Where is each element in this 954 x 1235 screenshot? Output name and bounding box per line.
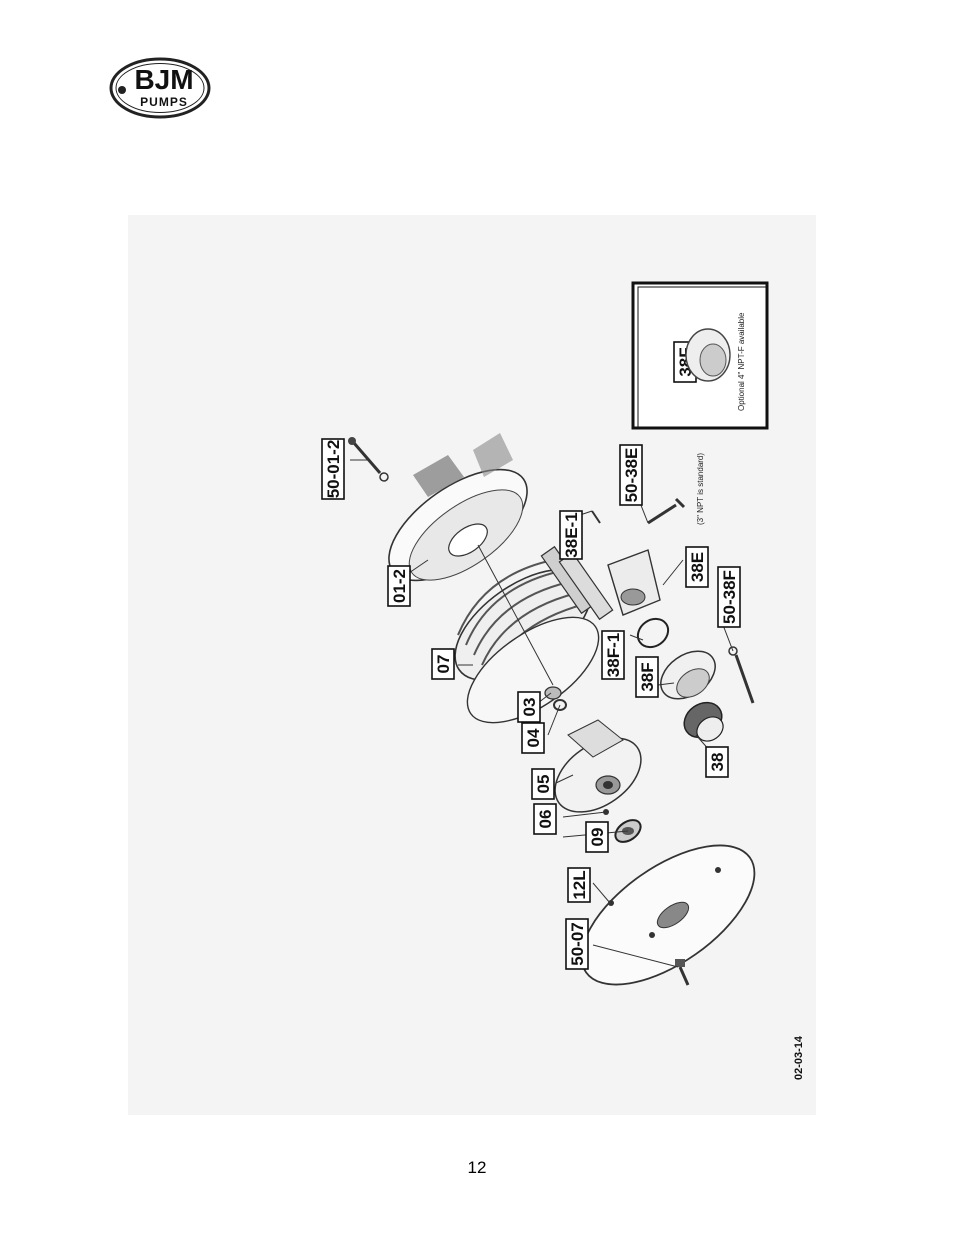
svg-text:PUMPS: PUMPS <box>140 95 188 109</box>
page-number: 12 <box>467 1158 487 1177</box>
svg-text:50-07: 50-07 <box>568 922 587 965</box>
exploded-parts-diagram: 50-01-2 01-2 07 03 04 05 06 09 <box>128 215 816 1115</box>
diagram-svg: 50-01-2 01-2 07 03 04 05 06 09 <box>321 281 805 1080</box>
svg-text:38E: 38E <box>688 552 707 582</box>
label-06: 06 <box>533 803 557 835</box>
part-06-09-key-ring <box>603 809 642 843</box>
date-code: 02-03-14 <box>793 1035 805 1080</box>
svg-text:38: 38 <box>708 753 727 772</box>
label-50-38F: 50-38F <box>717 566 741 628</box>
svg-text:50-01-2: 50-01-2 <box>324 440 343 499</box>
svg-text:38F: 38F <box>638 662 657 691</box>
svg-text:01-2: 01-2 <box>390 569 409 603</box>
part-01-2-housing <box>388 433 528 582</box>
label-38E-1: 38E-1 <box>559 510 583 560</box>
label-50-01-2: 50-01-2 <box>321 438 345 500</box>
inset-note: Optional 4" NPT-F available <box>737 312 746 411</box>
svg-text:06: 06 <box>536 810 555 829</box>
label-09: 09 <box>585 821 609 853</box>
label-07: 07 <box>431 648 455 680</box>
part-38F-adapter <box>660 650 716 700</box>
label-12L: 12L <box>567 867 591 903</box>
svg-text:04: 04 <box>524 728 543 747</box>
part-38E-discharge-elbow <box>540 510 661 621</box>
part-07-body <box>454 544 600 724</box>
note-standard: (3" NPT is standard) <box>696 453 705 525</box>
part-50-38E-bolt <box>647 497 686 525</box>
label-38F: 38F <box>635 656 659 698</box>
label-50-07: 50-07 <box>565 918 589 970</box>
label-38: 38 <box>705 746 729 778</box>
svg-text:BJM: BJM <box>134 64 193 95</box>
label-38E: 38E <box>685 546 709 588</box>
svg-text:03: 03 <box>520 698 539 717</box>
part-05-impeller <box>554 719 642 813</box>
label-01-2: 01-2 <box>387 565 411 607</box>
svg-text:07: 07 <box>434 655 453 674</box>
part-38-nipple <box>683 701 724 742</box>
part-50-07-screw <box>675 959 690 986</box>
bjm-pumps-logo: BJM PUMPS <box>108 56 212 120</box>
part-03-04-nut-washer <box>544 686 567 711</box>
svg-text:12L: 12L <box>570 870 589 899</box>
label-03: 03 <box>517 691 541 723</box>
svg-text:50-38E: 50-38E <box>622 448 641 503</box>
svg-text:05: 05 <box>534 775 553 794</box>
svg-text:38F-1: 38F-1 <box>604 633 623 677</box>
label-05: 05 <box>531 768 555 800</box>
part-38F-1-oring <box>636 617 670 649</box>
part-12L-plate <box>580 844 756 986</box>
svg-text:50-38F: 50-38F <box>720 570 739 624</box>
svg-text:38E-1: 38E-1 <box>562 512 581 557</box>
part-50-38F-bolt <box>728 646 755 704</box>
label-38F-1: 38F-1 <box>601 630 625 680</box>
label-50-38E: 50-38E <box>619 444 643 506</box>
svg-text:09: 09 <box>588 828 607 847</box>
label-04: 04 <box>521 722 545 754</box>
part-50-01-2-bolt <box>348 437 389 482</box>
inset-optional-adapter: 38F Optional 4" NPT-F available <box>631 281 769 430</box>
